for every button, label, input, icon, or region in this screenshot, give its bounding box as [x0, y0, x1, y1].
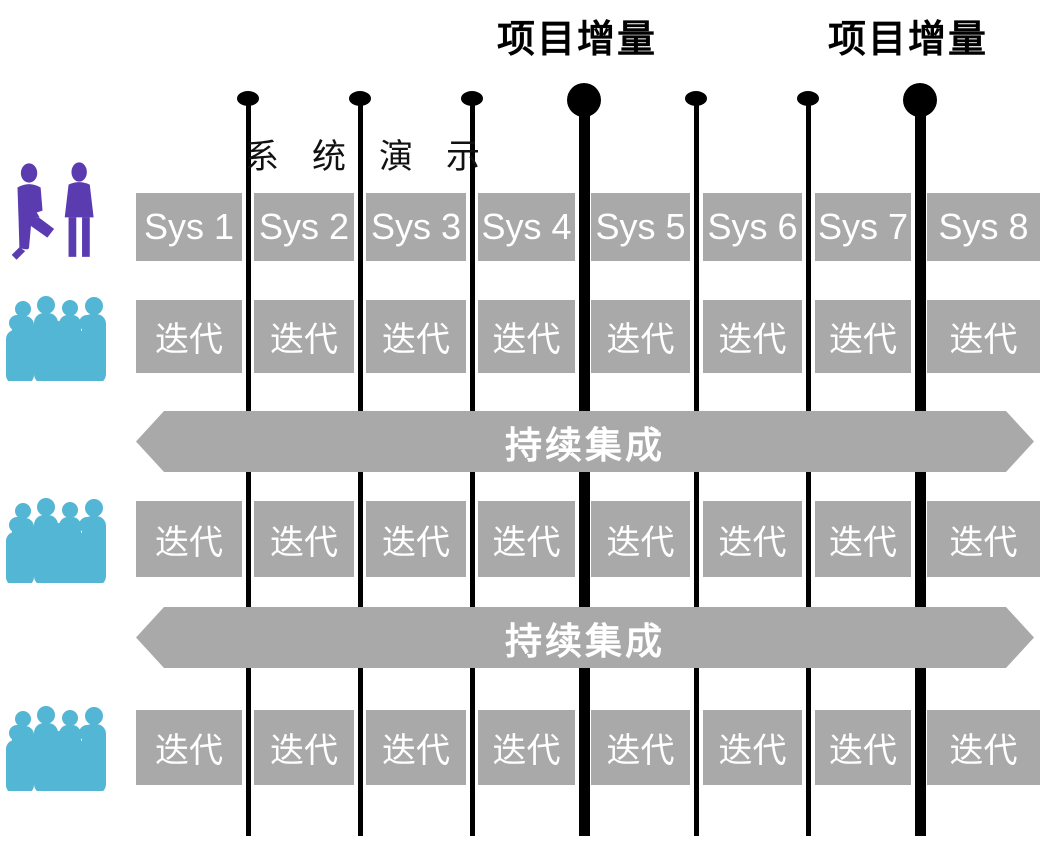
- iteration-cell: 迭代: [366, 501, 466, 577]
- team-group-icon: [4, 706, 114, 791]
- iteration-cell: 迭代: [927, 501, 1040, 577]
- iteration-cell: 迭代: [478, 710, 575, 785]
- sys-cell: Sys 7: [815, 193, 911, 261]
- team-group-icon: [4, 498, 114, 583]
- iteration-cell: 迭代: [927, 300, 1040, 373]
- iteration-cell: 迭代: [927, 710, 1040, 785]
- iteration-cell: 迭代: [366, 710, 466, 785]
- iteration-cell: 迭代: [254, 501, 354, 577]
- sys-cell: Sys 5: [591, 193, 690, 261]
- system-demo-label: 系统演示: [245, 138, 513, 176]
- iteration-cell: 迭代: [136, 300, 242, 373]
- milestone-dot-icon: [797, 91, 819, 106]
- iteration-cell: 迭代: [591, 501, 690, 577]
- sys-cell: Sys 3: [366, 193, 466, 261]
- milestone-dot-major-icon: [567, 83, 601, 117]
- milestone-dot-icon: [461, 91, 483, 106]
- milestone-dot-major-icon: [903, 83, 937, 117]
- iteration-cell: 迭代: [254, 710, 354, 785]
- program-increment-label: 项目增量: [496, 19, 658, 61]
- iteration-cell: 迭代: [815, 710, 911, 785]
- continuous-integration-banner: 持续集成: [136, 607, 1034, 668]
- stakeholders-icon: [4, 160, 110, 266]
- team-group-icon: [4, 296, 114, 381]
- iteration-cell: 迭代: [254, 300, 354, 373]
- sys-cell: Sys 8: [927, 193, 1040, 261]
- iteration-cell: 迭代: [703, 710, 802, 785]
- sys-cell: Sys 2: [254, 193, 354, 261]
- iteration-cell: 迭代: [703, 501, 802, 577]
- milestone-dot-icon: [685, 91, 707, 106]
- iteration-cell: 迭代: [366, 300, 466, 373]
- iteration-cell: 迭代: [136, 501, 242, 577]
- iteration-cell: 迭代: [478, 300, 575, 373]
- iteration-cell: 迭代: [136, 710, 242, 785]
- sys-cell: Sys 6: [703, 193, 802, 261]
- continuous-integration-label: 持续集成: [505, 424, 665, 466]
- sys-cell: Sys 4: [478, 193, 575, 261]
- iteration-cell: 迭代: [591, 300, 690, 373]
- iteration-cell: 迭代: [815, 501, 911, 577]
- continuous-integration-label: 持续集成: [505, 620, 665, 662]
- program-increment-label: 项目增量: [827, 19, 989, 61]
- continuous-integration-banner: 持续集成: [136, 411, 1034, 472]
- iteration-cell: 迭代: [478, 501, 575, 577]
- iteration-cell: 迭代: [815, 300, 911, 373]
- milestone-dot-icon: [237, 91, 259, 106]
- milestone-dot-icon: [349, 91, 371, 106]
- sys-cell: Sys 1: [136, 193, 242, 261]
- iteration-cell: 迭代: [703, 300, 802, 373]
- iteration-cell: 迭代: [591, 710, 690, 785]
